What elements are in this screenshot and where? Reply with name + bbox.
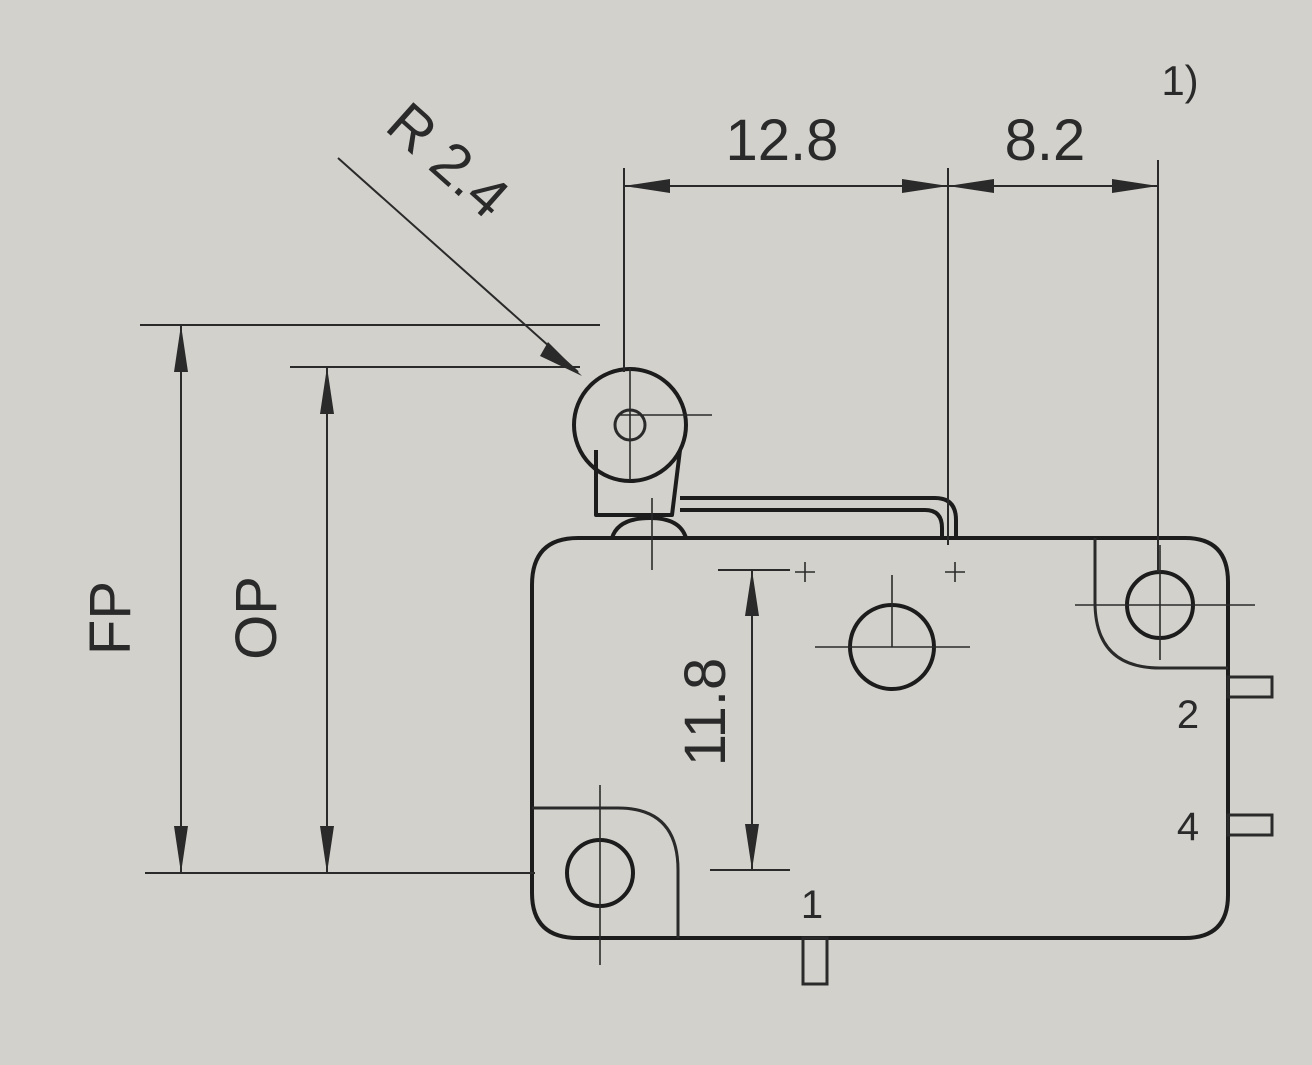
dimension-label-11-8: 11.8: [673, 658, 738, 767]
terminal-pin-4: [1226, 813, 1274, 837]
arrowhead: [540, 342, 582, 376]
terminal-label-4: 4: [1177, 805, 1199, 849]
terminal-label-2: 2: [1177, 693, 1199, 737]
arrowhead: [902, 179, 948, 193]
mounting-boss-top-right: [1093, 538, 1228, 670]
footnote-reference: 1): [1161, 57, 1198, 104]
arrowhead: [1112, 179, 1158, 193]
switch-housing: [530, 536, 1230, 940]
actuator-lever-inner: [680, 508, 944, 538]
arrowhead: [948, 179, 994, 193]
roller-bracket: [594, 449, 682, 517]
arrowhead: [745, 570, 759, 616]
terminal-pin-1: [801, 936, 829, 986]
arrowhead: [174, 325, 188, 372]
radius-leader-line: [337, 157, 579, 373]
terminal-label-1: 1: [801, 883, 823, 927]
mounting-boss-bottom-left: [532, 806, 680, 938]
arrowhead: [624, 179, 670, 193]
dimension-label-8-2: 8.2: [1005, 108, 1086, 173]
arrowhead: [745, 824, 759, 870]
arrowhead: [320, 826, 334, 873]
op-label: OP: [224, 576, 289, 660]
actuator-lever: [680, 496, 958, 538]
lever-pivot: [610, 516, 688, 539]
arrowhead: [174, 826, 188, 873]
fp-label: FP: [78, 581, 143, 655]
arrowhead: [320, 367, 334, 414]
dimension-label-12-8: 12.8: [726, 108, 839, 173]
terminal-pin-2: [1226, 675, 1274, 699]
